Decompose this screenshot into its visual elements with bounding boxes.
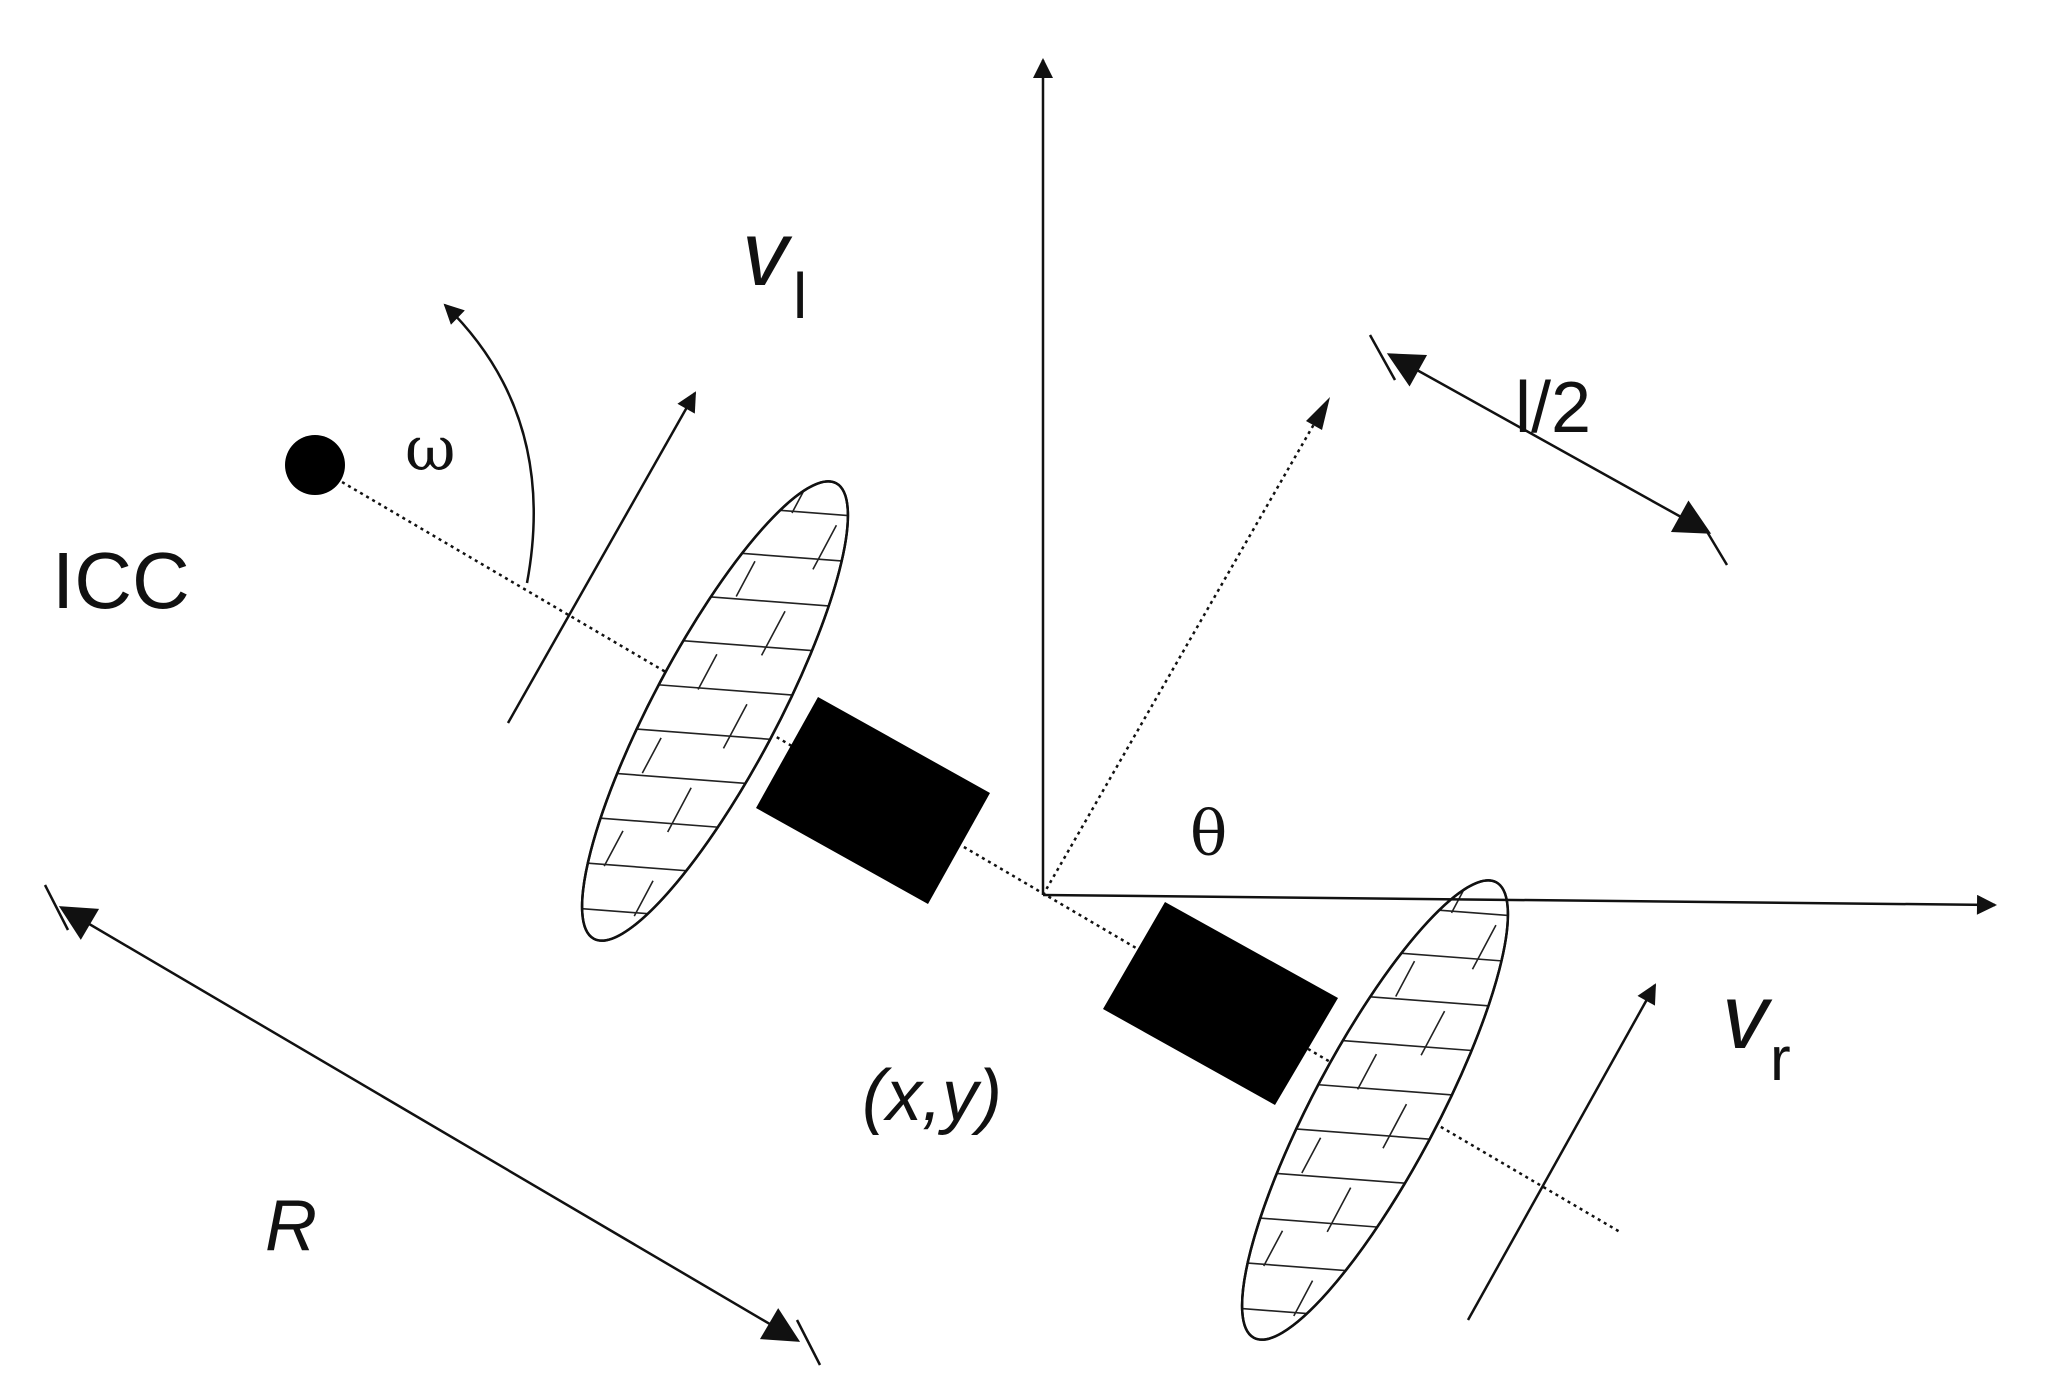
left-wheel-tread-pattern xyxy=(539,462,891,919)
radius-dimension xyxy=(43,884,822,1366)
right-velocity-symbol: v xyxy=(1722,966,1773,1068)
omega-rotation-arrow xyxy=(443,303,536,584)
left-velocity-arrow xyxy=(506,391,697,724)
x-axis-arrow xyxy=(1042,893,1997,915)
left-hub xyxy=(756,697,990,904)
right-velocity-subscript: r xyxy=(1770,1025,1791,1094)
left-velocity-subscript: l xyxy=(793,260,807,332)
heading-arrowhead xyxy=(1306,397,1330,430)
heading-line xyxy=(1041,404,1327,896)
theta-label: θ xyxy=(1190,797,1227,870)
radius-label: R xyxy=(265,1186,317,1266)
right-hub xyxy=(1103,902,1338,1105)
icc-label: ICC xyxy=(52,536,190,625)
icc-point xyxy=(285,435,345,495)
half-axle-label: l/2 xyxy=(1515,368,1591,448)
right-wheel xyxy=(1199,862,1551,1341)
half-axle-dimension xyxy=(1368,334,1729,566)
omega-label: ω xyxy=(405,412,456,485)
left-wheel xyxy=(539,462,891,942)
left-velocity-symbol: v xyxy=(742,203,793,305)
left-velocity-label: v l xyxy=(742,203,807,332)
position-label: (x,y) xyxy=(862,1056,1002,1136)
right-velocity-label: v r xyxy=(1722,966,1791,1094)
right-velocity-arrow xyxy=(1466,983,1657,1321)
